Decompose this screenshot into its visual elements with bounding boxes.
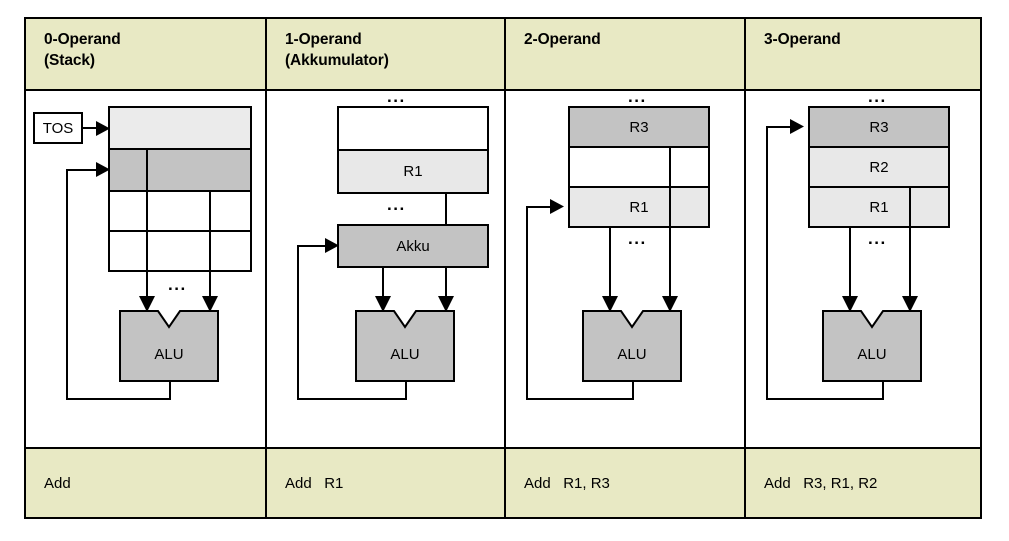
diagram-cell-accumulator: ... R1 ... Akku xyxy=(267,87,506,447)
diagram-cell-2-operand: ... R3 R1 ... xyxy=(506,87,746,447)
tos-arrow-line xyxy=(83,127,99,129)
diagram-cell-stack: TOS ... xyxy=(26,91,267,447)
alu-block: ALU xyxy=(582,310,682,382)
two-operand-diagram: ... R3 R1 ... xyxy=(506,87,744,447)
register-top-ellipsis: ... xyxy=(628,87,647,106)
table-header-row: 0-Operand (Stack) 1-Operand (Akkumulator… xyxy=(26,19,980,91)
result-line-left xyxy=(66,398,171,400)
header-line1: 2-Operand xyxy=(524,31,601,48)
operand-arrow-right xyxy=(662,296,678,312)
result-line-up xyxy=(766,126,768,400)
register-cell-empty xyxy=(337,106,489,151)
header-line1: 1-Operand xyxy=(285,31,362,48)
result-line-up xyxy=(297,245,299,400)
header-line2: (Stack) xyxy=(44,52,95,70)
instruction-cell-2-operand: Add R1, R3 xyxy=(506,449,746,517)
result-line-down xyxy=(882,381,884,400)
register-top-ellipsis: ... xyxy=(868,87,887,106)
header-line2: (Akkumulator) xyxy=(285,52,389,70)
feedback-arrow-line xyxy=(766,126,792,128)
tos-arrow-head xyxy=(96,121,110,136)
register-cell-r1: R1 xyxy=(808,186,950,228)
stack-cell-third xyxy=(108,190,252,232)
register-cell-r3: R3 xyxy=(808,106,950,148)
accumulator-box: Akku xyxy=(337,224,489,268)
diagram-cell-3-operand: ... R3 R2 R1 ... xyxy=(746,87,980,447)
operand-line-left xyxy=(382,267,384,300)
operand-arrow-left xyxy=(602,296,618,312)
result-line-down xyxy=(169,381,171,400)
three-operand-diagram: ... R3 R2 R1 ... xyxy=(746,87,980,447)
feedback-arrow-head xyxy=(550,199,564,214)
operand-line-right xyxy=(669,146,671,300)
header-cell-1-operand: 1-Operand (Akkumulator) xyxy=(267,19,506,89)
feedback-arrow-head xyxy=(325,238,339,253)
operand-format-table: 0-Operand (Stack) 1-Operand (Akkumulator… xyxy=(24,17,982,519)
register-top-ellipsis: ... xyxy=(387,87,406,106)
alu-label: ALU xyxy=(154,346,184,363)
instruction-cell-1-operand: Add R1 xyxy=(267,449,506,517)
operand-arrow-right xyxy=(902,296,918,312)
result-line-left xyxy=(526,398,634,400)
header-cell-2-operand: 2-Operand xyxy=(506,19,746,89)
result-line-up xyxy=(526,206,528,400)
operand-arrow-right xyxy=(202,296,218,312)
operand-line-left xyxy=(609,226,611,300)
feedback-arrow-line xyxy=(526,206,552,208)
tos-label: TOS xyxy=(33,112,83,144)
stack-diagram: TOS ... xyxy=(26,91,265,447)
table-footer-row: Add Add R1 Add R1, R3 Add R3, R1, R2 xyxy=(26,449,980,517)
header-line1: 0-Operand xyxy=(44,31,121,48)
alu-label: ALU xyxy=(857,346,887,363)
stack-cell-second xyxy=(108,148,252,192)
instruction-cell-3-operand: Add R3, R1, R2 xyxy=(746,449,980,517)
result-line-down xyxy=(632,381,634,400)
result-line-left xyxy=(766,398,884,400)
operand-arrow-left xyxy=(375,296,391,312)
operand-arrow-right xyxy=(438,296,454,312)
register-bottom-ellipsis: ... xyxy=(387,195,406,214)
header-cell-0-operand: 0-Operand (Stack) xyxy=(26,19,267,89)
header-cell-3-operand: 3-Operand xyxy=(746,19,980,89)
alu-block: ALU xyxy=(119,310,219,382)
result-line-left xyxy=(297,398,407,400)
operand-arrow-left xyxy=(139,296,155,312)
alu-block: ALU xyxy=(822,310,922,382)
header-line1: 3-Operand xyxy=(764,31,841,48)
register-bottom-ellipsis: ... xyxy=(868,229,887,248)
feedback-arrow-head xyxy=(96,162,110,177)
accumulator-diagram: ... R1 ... Akku xyxy=(267,87,504,447)
register-cell-empty xyxy=(568,146,710,188)
alu-label: ALU xyxy=(617,346,647,363)
stack-cell-top xyxy=(108,106,252,150)
stack-cell-fourth xyxy=(108,230,252,272)
register-cell-r2: R2 xyxy=(808,146,950,188)
operand-line-left xyxy=(146,148,148,300)
stack-ellipsis: ... xyxy=(168,275,187,294)
table-body-row: TOS ... xyxy=(26,87,980,449)
alu-block: ALU xyxy=(355,310,455,382)
result-line-down xyxy=(405,381,407,400)
register-bottom-ellipsis: ... xyxy=(628,229,647,248)
register-cell-r1: R1 xyxy=(568,186,710,228)
operand-line-left xyxy=(849,226,851,300)
result-line-up xyxy=(66,169,68,400)
operand-arrow-left xyxy=(842,296,858,312)
operand-line-right xyxy=(909,186,911,300)
register-cell-r3: R3 xyxy=(568,106,710,148)
feedback-arrow-head xyxy=(790,119,804,134)
feedback-arrow-line xyxy=(297,245,328,247)
register-cell-r1: R1 xyxy=(337,149,489,194)
operand-line-right xyxy=(209,190,211,300)
instruction-cell-0-operand: Add xyxy=(26,449,267,517)
alu-label: ALU xyxy=(390,346,420,363)
feedback-arrow-line xyxy=(66,169,99,171)
